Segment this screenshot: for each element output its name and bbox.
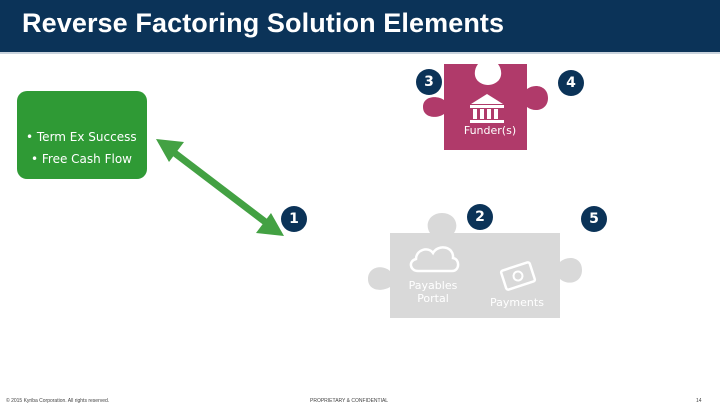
- bank-icon: [470, 94, 504, 123]
- bullet-free-cash-flow: • Free Cash Flow: [31, 152, 132, 166]
- step-badge-5: 5: [581, 206, 607, 232]
- step-badge-1: 1: [281, 206, 307, 232]
- benefits-box: • Term Ex Success • Free Cash Flow: [17, 91, 147, 179]
- money-icon: [499, 261, 537, 291]
- footer-copyright: © 2015 Kyriba Corporation. All rights re…: [6, 398, 110, 404]
- footer-confidential: PROPRIETARY & CONFIDENTIAL: [310, 398, 389, 404]
- payables-label-line2: Portal: [417, 292, 449, 305]
- payables-payments-puzzle-piece: [368, 213, 582, 338]
- page-title: Reverse Factoring Solution Elements: [22, 8, 505, 38]
- step-badge-2: 2: [467, 204, 493, 230]
- step-badge-3: 3: [416, 69, 442, 95]
- payments-label: Payments: [490, 296, 544, 309]
- funder-label: Funder(s): [463, 124, 517, 137]
- cloud-icon: [409, 246, 460, 273]
- header-bar: Reverse Factoring Solution Elements: [0, 0, 720, 52]
- header-divider: [0, 52, 720, 54]
- bullet-term-ex-success: • Term Ex Success: [26, 130, 137, 144]
- step-badge-4: 4: [558, 70, 584, 96]
- connector-arrow: [156, 139, 284, 236]
- footer-page-number: 14: [696, 398, 702, 404]
- payables-label-line1: Payables: [408, 279, 458, 292]
